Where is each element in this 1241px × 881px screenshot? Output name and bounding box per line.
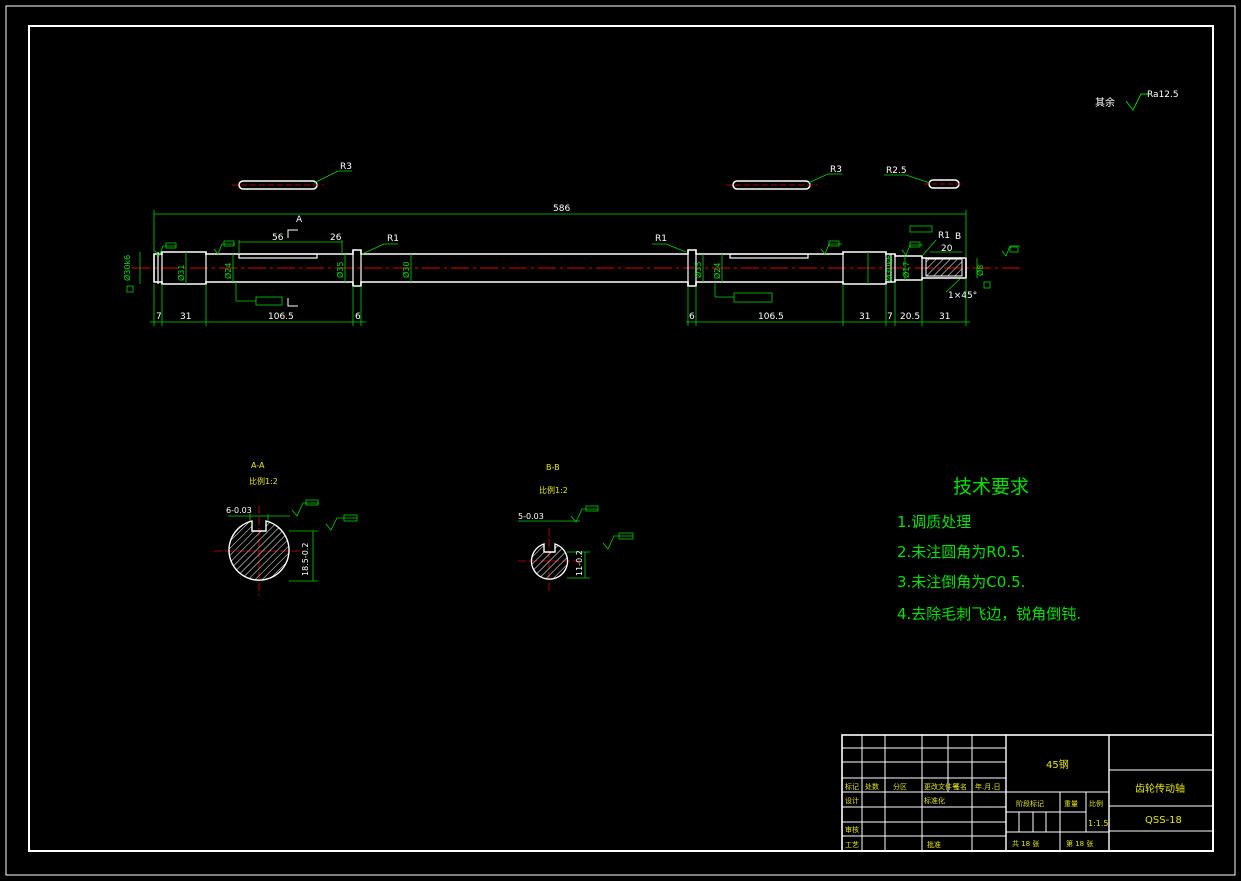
svg-text:A-A: A-A [251, 461, 265, 470]
svg-text:Ø35: Ø35 [335, 262, 345, 278]
svg-text:标准化: 标准化 [924, 796, 945, 805]
svg-text:B-B: B-B [546, 463, 560, 472]
svg-text:标记: 标记 [845, 782, 859, 791]
svg-text:56: 56 [272, 233, 284, 243]
svg-text:1×45°: 1×45° [948, 291, 977, 301]
bottom-dimensions [150, 278, 970, 326]
svg-text:31: 31 [859, 312, 870, 322]
svg-text:B: B [955, 232, 961, 242]
svg-text:比例1:2: 比例1:2 [539, 485, 568, 495]
svg-text:6: 6 [355, 312, 361, 322]
svg-text:Ø35: Ø35 [693, 262, 703, 278]
svg-text:2.未注圆角为R0.5.: 2.未注圆角为R0.5. [897, 543, 1025, 561]
svg-text:年.月.日: 年.月.日 [975, 782, 1000, 791]
svg-text:处数: 处数 [865, 782, 879, 791]
svg-text:R2.5: R2.5 [886, 166, 907, 176]
svg-text:11-0.2: 11-0.2 [575, 550, 584, 576]
svg-text:Ø24: Ø24 [712, 263, 722, 279]
svg-text:6: 6 [689, 312, 695, 322]
keyway-right [729, 253, 809, 259]
svg-text:Ø17: Ø17 [901, 262, 911, 278]
svg-text:比例: 比例 [1089, 799, 1103, 808]
key-detail-left: R3 [232, 162, 352, 190]
svg-text:设计: 设计 [845, 796, 859, 805]
svg-text:R1: R1 [655, 234, 667, 244]
svg-text:比例1:2: 比例1:2 [249, 476, 278, 486]
svg-text:45钢: 45钢 [1046, 758, 1069, 771]
svg-text:共 18 张: 共 18 张 [1012, 839, 1039, 848]
section-b-b: B-B 比例1:2 5-0.03 11-0.2 [518, 463, 634, 594]
roughness-note: 其余 Ra12.5 [1095, 90, 1179, 111]
svg-text:A: A [296, 215, 303, 225]
svg-text:其余: 其余 [1095, 96, 1115, 109]
svg-text:Ø30: Ø30 [401, 262, 411, 278]
keyway-end-section [925, 258, 963, 277]
svg-text:重量: 重量 [1064, 800, 1078, 808]
svg-text:Ø30k6: Ø30k6 [884, 255, 894, 281]
svg-text:20.5: 20.5 [900, 312, 920, 322]
svg-text:20: 20 [941, 244, 953, 254]
technical-requirements: 技术要求 1.调质处理 2.未注圆角为R0.5. 3.未注倒角为C0.5. 4.… [897, 476, 1081, 623]
svg-text:R1: R1 [387, 234, 399, 244]
section-b-shape [530, 543, 569, 580]
svg-text:Ø30k6: Ø30k6 [122, 255, 132, 281]
section-a-a: A-A 比例1:2 6-0.03 18.5-0.2 [214, 461, 358, 596]
title-block-text: 标记 处数 分区 更改文件号 签名 年.月.日 设计 标准化 审核 工艺 批准 … [845, 782, 1103, 849]
svg-text:7: 7 [887, 312, 893, 322]
svg-text:26: 26 [330, 233, 342, 243]
svg-text:分区: 分区 [893, 782, 907, 791]
shaft-main-view: Ø30k6 Ø31 Ø24 Ø35 Ø30 Ø35 Ø24 Ø30k6 Ø17 … [122, 204, 1022, 326]
svg-text:3.未注倒角为C0.5.: 3.未注倒角为C0.5. [897, 573, 1025, 591]
svg-text:18.5-0.2: 18.5-0.2 [301, 543, 310, 576]
svg-text:审核: 审核 [845, 825, 859, 834]
svg-text:技术要求: 技术要求 [953, 476, 1029, 498]
svg-text:Ø8: Ø8 [975, 265, 985, 276]
svg-text:R3: R3 [340, 162, 352, 172]
svg-text:106.5: 106.5 [758, 312, 784, 322]
svg-text:1.调质处理: 1.调质处理 [897, 513, 971, 531]
svg-text:106.5: 106.5 [268, 312, 294, 322]
svg-text:31: 31 [180, 312, 191, 322]
svg-text:R3: R3 [830, 165, 842, 175]
surface-marks [126, 225, 1020, 306]
key-detail-middle: R3 [726, 165, 842, 190]
svg-text:6-0.03: 6-0.03 [226, 506, 252, 515]
svg-text:7: 7 [156, 312, 162, 322]
section-a-shape [228, 520, 290, 581]
keyway-left [238, 253, 318, 259]
outer-border [5, 5, 1236, 876]
svg-text:阶段标记: 阶段标记 [1016, 799, 1044, 808]
svg-text:5-0.03: 5-0.03 [518, 512, 544, 521]
svg-text:R1: R1 [938, 231, 950, 241]
svg-text:第 18 张: 第 18 张 [1066, 839, 1093, 848]
title-block [841, 734, 1214, 852]
svg-text:签名: 签名 [953, 782, 967, 791]
svg-text:齿轮传动轴: 齿轮传动轴 [1135, 782, 1185, 795]
svg-text:Ø24: Ø24 [223, 263, 233, 279]
svg-text:1:1.5: 1:1.5 [1088, 819, 1109, 828]
svg-text:4.去除毛刺飞边，锐角倒钝.: 4.去除毛刺飞边，锐角倒钝. [897, 605, 1081, 623]
svg-text:批准: 批准 [927, 840, 941, 849]
roughness-symbol-icon [1125, 93, 1150, 111]
drawing-frame [28, 25, 1214, 852]
svg-text:更改文件号: 更改文件号 [924, 782, 959, 791]
svg-text:586: 586 [553, 204, 570, 214]
svg-text:Ø31: Ø31 [176, 265, 186, 281]
svg-text:工艺: 工艺 [845, 841, 859, 849]
svg-text:Ra12.5: Ra12.5 [1147, 90, 1179, 100]
svg-text:QSS-18: QSS-18 [1145, 815, 1182, 826]
key-detail-right: R2.5 [884, 166, 964, 189]
svg-text:31: 31 [939, 312, 950, 322]
